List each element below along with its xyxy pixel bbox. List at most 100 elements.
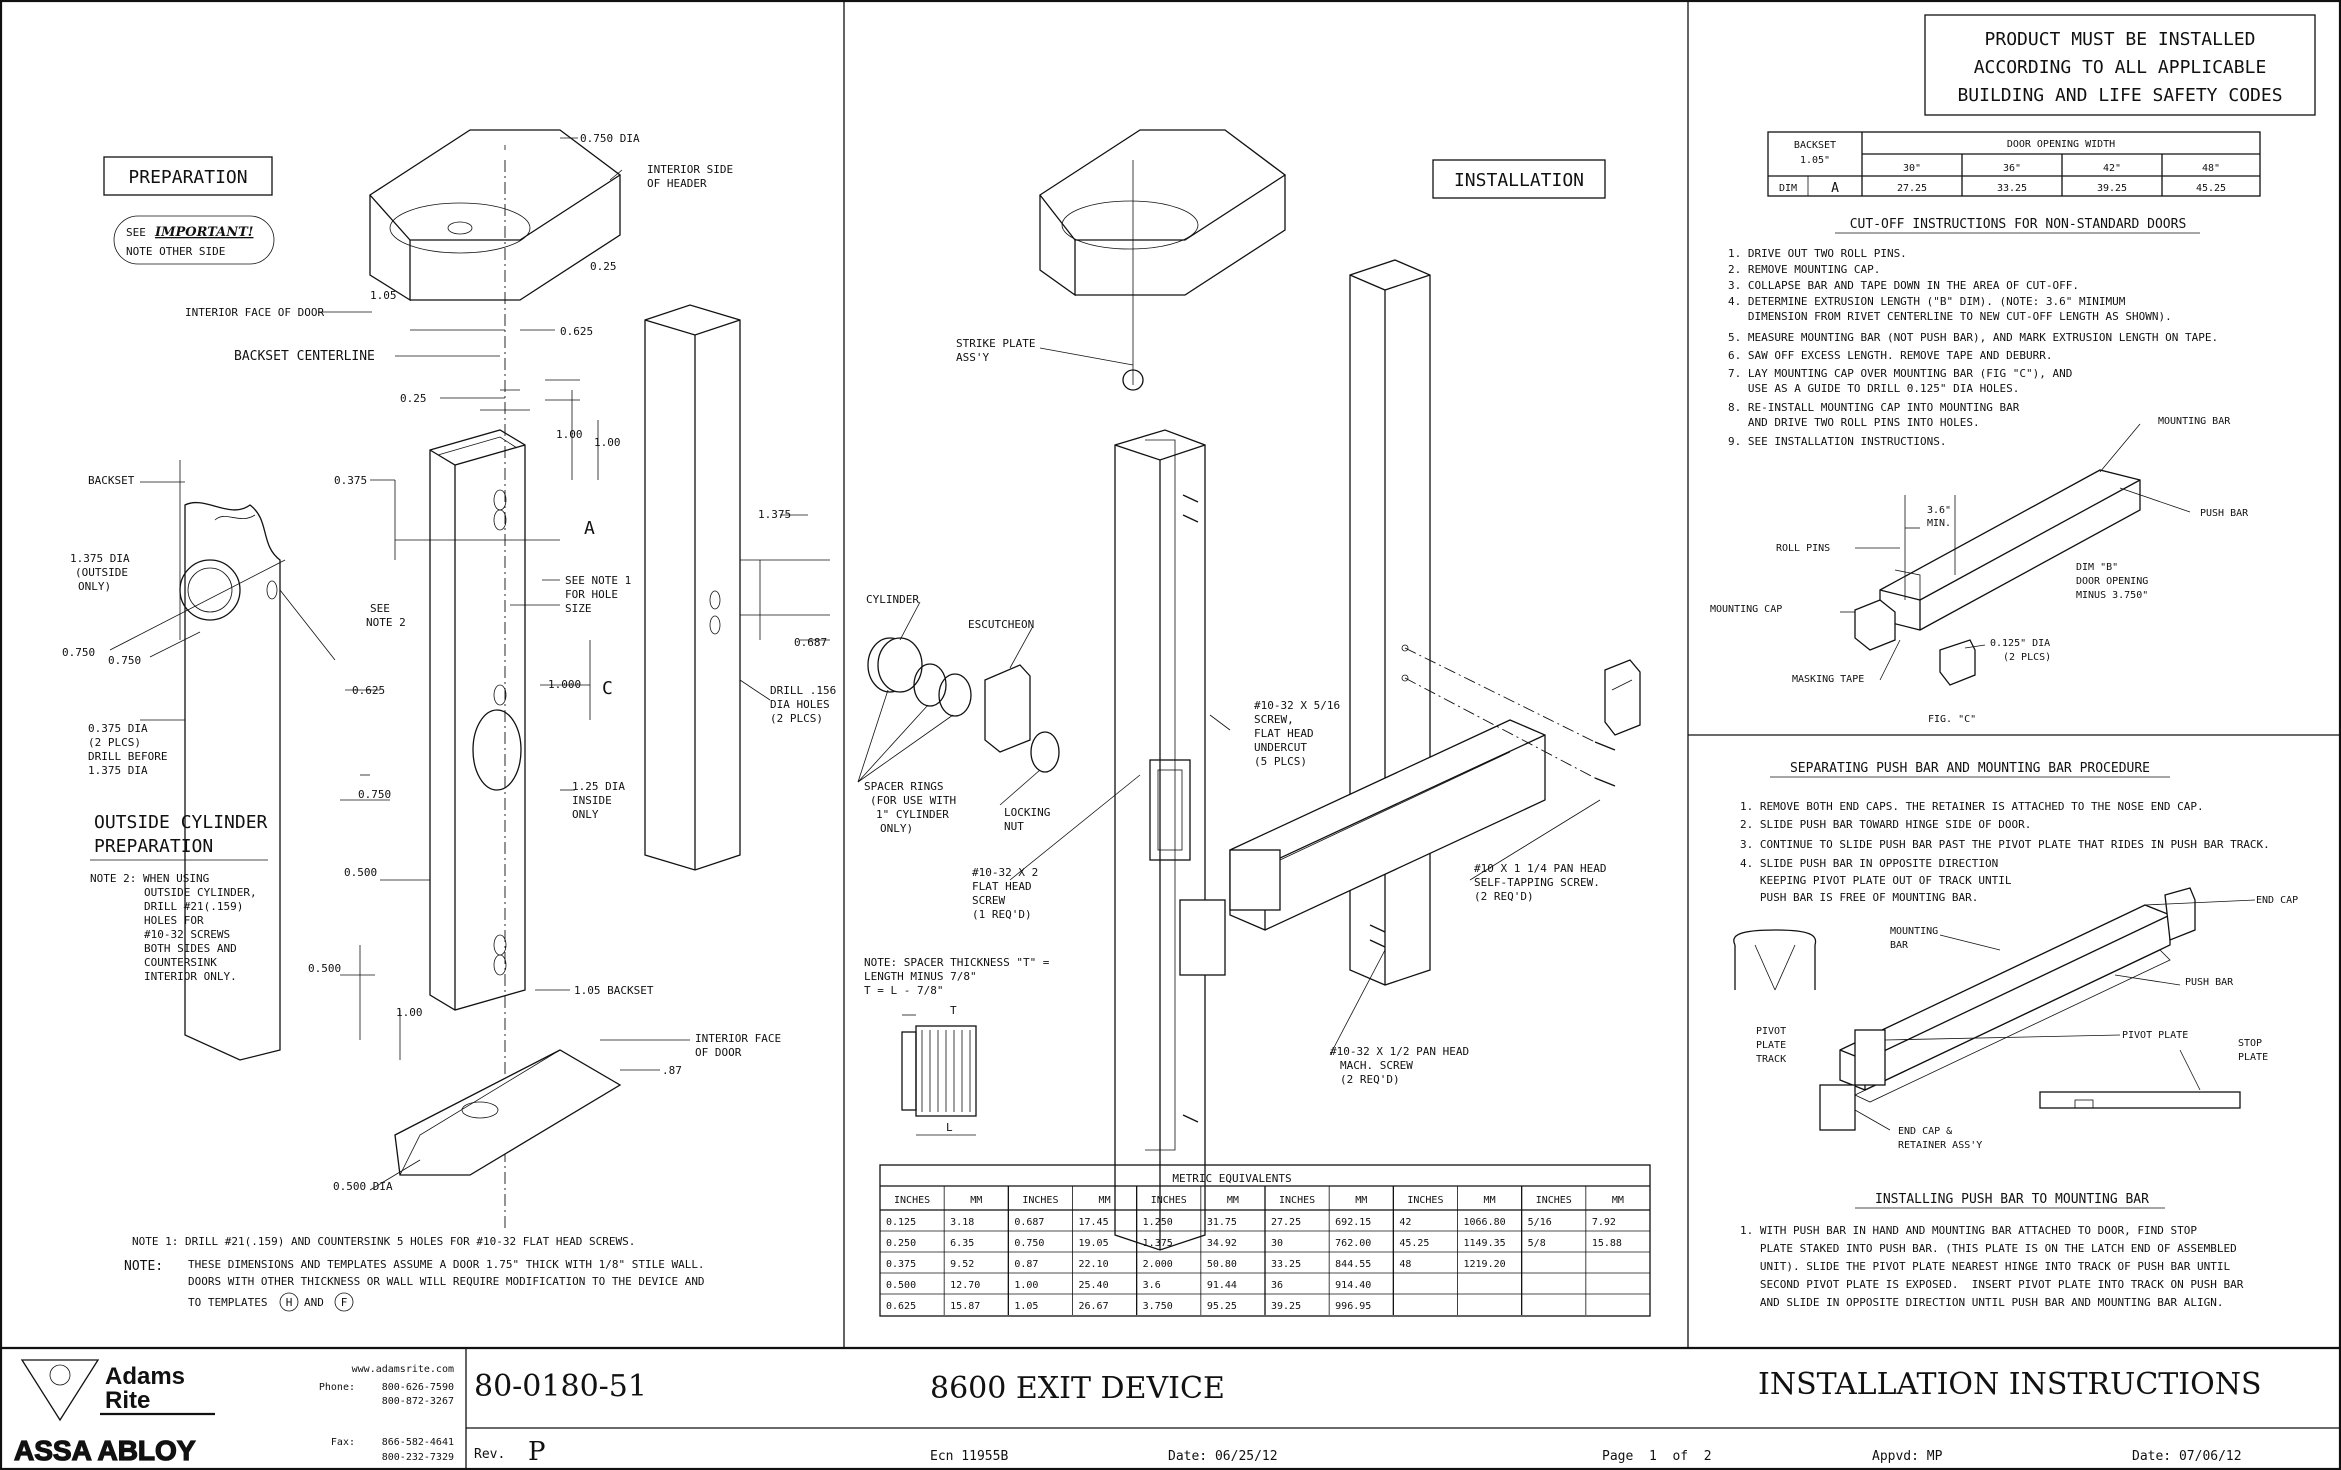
separating-callout: PUSH BAR bbox=[2185, 977, 2234, 988]
cutoff-step: 3. COLLAPSE BAR AND TAPE DOWN IN THE ARE… bbox=[1728, 279, 2079, 292]
brand-name: Rite bbox=[105, 1387, 150, 1414]
metric-cell: 1066.80 bbox=[1464, 1217, 1506, 1228]
spacer-note: LENGTH MINUS 7/8" bbox=[864, 970, 977, 983]
metric-cell: 95.25 bbox=[1207, 1301, 1237, 1312]
width-42: 42" bbox=[2103, 163, 2121, 174]
install-callout: NUT bbox=[1004, 820, 1024, 833]
cutoff-callout: DIM "B" bbox=[2076, 562, 2118, 573]
install-callout: #10-32 X 5/16 bbox=[1254, 699, 1340, 712]
rev-label: Rev. bbox=[474, 1447, 505, 1462]
cutoff-callout: 0.125" DIA bbox=[1990, 638, 2050, 649]
cutoff-step: 7. LAY MOUNTING CAP OVER MOUNTING BAR (F… bbox=[1728, 367, 2072, 380]
metric-cell: 1.00 bbox=[1014, 1280, 1038, 1291]
width-30: 30" bbox=[1903, 163, 1921, 174]
install-callout: 1" CYLINDER bbox=[876, 808, 949, 821]
install-callout: CYLINDER bbox=[866, 593, 919, 606]
title-block: Adams Rite ASSA ABLOY www.adamsrite.com … bbox=[13, 1359, 2262, 1467]
prep-callout: 1.375 bbox=[758, 508, 791, 521]
dim-label: DIM bbox=[1779, 183, 1797, 194]
prep-dimension-lines bbox=[109, 137, 830, 1191]
metric-header-cell: MM bbox=[1227, 1195, 1239, 1206]
metric-header-cell: INCHES bbox=[1022, 1195, 1058, 1206]
page-number: Page 1 of 2 bbox=[1602, 1449, 1712, 1464]
install-callout: ONLY) bbox=[880, 822, 913, 835]
web-address: www.adamsrite.com bbox=[352, 1364, 454, 1375]
prep-callout: NOTE 2 bbox=[366, 616, 406, 629]
cutoff-title: CUT-OFF INSTRUCTIONS FOR NON-STANDARD DO… bbox=[1850, 217, 2187, 232]
cutoff-step: USE AS A GUIDE TO DRILL 0.125" DIA HOLES… bbox=[1728, 382, 2019, 395]
prep-callout: INTERIOR FACE OF DOOR bbox=[185, 306, 324, 319]
metric-cell: 26.67 bbox=[1079, 1301, 1109, 1312]
installing-line: AND SLIDE IN OPPOSITE DIRECTION UNTIL PU… bbox=[1740, 1296, 2223, 1309]
part-number: 80-0180-51 bbox=[474, 1369, 647, 1404]
prep-callout: BACKSET bbox=[88, 474, 135, 487]
spacer-t-label: T bbox=[950, 1004, 957, 1017]
metric-cell: 6.35 bbox=[950, 1238, 974, 1249]
cutoff-step: DIMENSION FROM RIVET CENTERLINE TO NEW C… bbox=[1728, 310, 2172, 323]
fax-2: 800-232-7329 bbox=[382, 1452, 454, 1463]
note-other-side: NOTE OTHER SIDE bbox=[126, 245, 225, 258]
door-opening-header: DOOR OPENING WIDTH bbox=[2007, 139, 2115, 150]
separating-callout: MOUNTING bbox=[1890, 926, 1938, 937]
cutoff-callout: 3.6" bbox=[1927, 505, 1951, 516]
metric-cell: 0.375 bbox=[886, 1259, 916, 1270]
dim-value: 39.25 bbox=[2097, 183, 2127, 194]
prep-callout: 0.750 bbox=[358, 788, 391, 801]
template-f-label: F bbox=[341, 1296, 348, 1309]
prep-callout: INTERIOR FACE bbox=[695, 1032, 781, 1045]
metric-cell: 0.87 bbox=[1014, 1259, 1038, 1270]
phone-2: 800-872-3267 bbox=[382, 1396, 454, 1407]
outside-cylinder-title: OUTSIDE CYLINDER bbox=[94, 812, 268, 833]
note-line: DOORS WITH OTHER THICKNESS OR WALL WILL … bbox=[188, 1275, 705, 1288]
metric-header-cell: INCHES bbox=[894, 1195, 930, 1206]
separating-step: 1. REMOVE BOTH END CAPS. THE RETAINER IS… bbox=[1740, 800, 2204, 813]
install-callout: SCREW bbox=[972, 894, 1005, 907]
prep-callout: OF HEADER bbox=[647, 177, 707, 190]
metric-header-cell: MM bbox=[1355, 1195, 1367, 1206]
installing-line: SECOND PIVOT PLATE IS EXPOSED. INSERT PI… bbox=[1740, 1278, 2244, 1291]
cutoff-step: 5. MEASURE MOUNTING BAR (NOT PUSH BAR), … bbox=[1728, 331, 2218, 344]
metric-cell: 0.250 bbox=[886, 1238, 916, 1249]
revision: P bbox=[528, 1437, 546, 1467]
install-callout: FLAT HEAD bbox=[972, 880, 1032, 893]
install-callout: FLAT HEAD bbox=[1254, 727, 1314, 740]
metric-cell: 34.92 bbox=[1207, 1238, 1237, 1249]
installation-panel: INSTALLATION bbox=[857, 129, 1641, 1251]
prep-callout: DRILL BEFORE bbox=[88, 750, 167, 763]
screw-marks bbox=[1182, 494, 1616, 1123]
notice-line-1: PRODUCT MUST BE INSTALLED bbox=[1985, 29, 2256, 50]
metric-cell: 1.250 bbox=[1143, 1217, 1173, 1228]
prep-callout: 1.05 bbox=[370, 289, 397, 302]
metric-cell: 48 bbox=[1399, 1259, 1411, 1270]
metric-header-cell: MM bbox=[1612, 1195, 1624, 1206]
prep-callout: (2 PLCS) bbox=[88, 736, 141, 749]
metric-cell: 0.500 bbox=[886, 1280, 916, 1291]
metric-cell: 692.15 bbox=[1335, 1217, 1371, 1228]
date-2: Date: 07/06/12 bbox=[2132, 1449, 2242, 1464]
metric-cell: 15.88 bbox=[1592, 1238, 1622, 1249]
metric-header-cell: INCHES bbox=[1536, 1195, 1572, 1206]
approved-by: Appvd: MP bbox=[1872, 1449, 1943, 1464]
cutoff-callout: MOUNTING CAP bbox=[1710, 604, 1782, 615]
note-2-line: OUTSIDE CYLINDER, bbox=[144, 886, 257, 899]
prep-callout: 0.500 bbox=[344, 866, 377, 879]
install-callout: SPACER RINGS bbox=[864, 780, 943, 793]
prep-callout: 0.375 DIA bbox=[88, 722, 148, 735]
brand-name: Adams bbox=[105, 1363, 185, 1390]
cutoff-step: 6. SAW OFF EXCESS LENGTH. REMOVE TAPE AN… bbox=[1728, 349, 2053, 362]
cutoff-callout: MOUNTING BAR bbox=[2158, 416, 2231, 427]
prep-callout: 0.25 bbox=[400, 392, 427, 405]
metric-cell: 0.125 bbox=[886, 1217, 916, 1228]
spacer-note: NOTE: SPACER THICKNESS "T" = bbox=[864, 956, 1050, 969]
install-callout: SELF-TAPPING SCREW. bbox=[1474, 876, 1600, 889]
metric-cell: 39.25 bbox=[1271, 1301, 1301, 1312]
note-2-line: HOLES FOR bbox=[144, 914, 204, 927]
prep-callout: 1.375 DIA bbox=[70, 552, 130, 565]
prep-callout: 0.625 bbox=[352, 684, 385, 697]
prep-callout: 1.25 DIA bbox=[572, 780, 625, 793]
install-callout: MACH. SCREW bbox=[1340, 1059, 1413, 1072]
date-1: Date: 06/25/12 bbox=[1168, 1449, 1278, 1464]
template-and-label: AND bbox=[304, 1296, 324, 1309]
prep-callout: 1.00 bbox=[396, 1006, 423, 1019]
installing-title: INSTALLING PUSH BAR TO MOUNTING BAR bbox=[1875, 1192, 2149, 1207]
